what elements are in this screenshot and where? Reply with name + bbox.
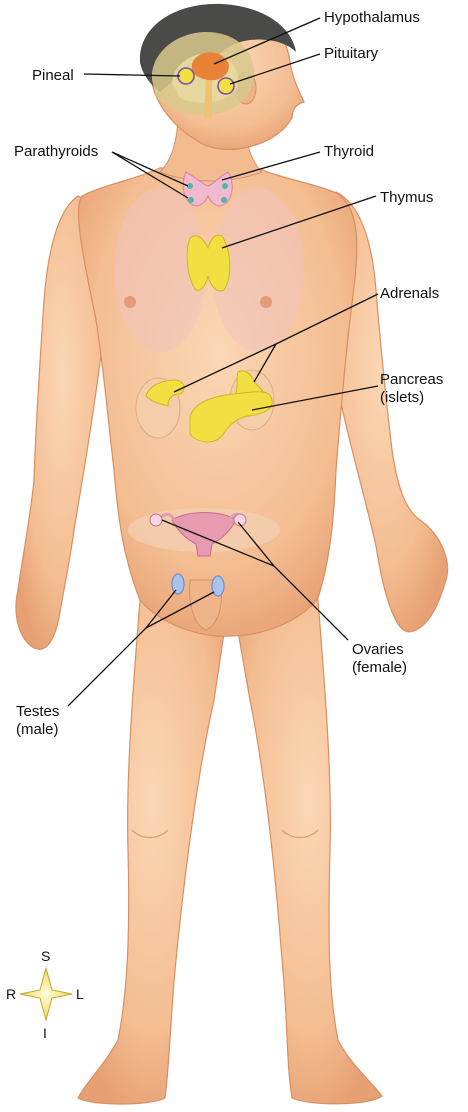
parathyroid-dot-4 [221,197,227,203]
right-leg [78,600,226,1104]
compass-star-icon [20,968,72,1020]
compass-left: L [76,986,84,1002]
label-thyroid: Thyroid [324,143,374,160]
label-ovaries-line1: Ovaries [352,641,404,658]
label-adrenals: Adrenals [380,285,439,302]
compass-inferior: I [43,1025,47,1041]
label-pituitary: Pituitary [324,45,379,62]
compass-superior: S [41,948,50,964]
parathyroid-dot-2 [188,197,194,203]
label-testes-line2: (male) [16,721,59,738]
human-body-figure [16,4,448,1104]
ovary-right [150,514,162,526]
pituitary-gland [218,78,234,94]
label-testes-line1: Testes [16,703,59,720]
testis-right [172,574,184,594]
compass-right: R [6,986,16,1002]
label-ovaries-line2: (female) [352,659,407,676]
label-pineal: Pineal [32,67,74,84]
nipple-right [124,296,136,308]
orientation-compass: S I R L [6,948,84,1041]
label-pancreas-line1: Pancreas [380,371,443,388]
nipple-left [260,296,272,308]
label-thymus: Thymus [380,189,433,206]
parathyroid-dot-3 [222,183,228,189]
testis-left [212,576,224,596]
label-pancreas-line2: (islets) [380,389,424,406]
label-parathyroids: Parathyroids [14,143,98,160]
label-hypothalamus: Hypothalamus [324,9,420,26]
pineal-gland [178,68,194,84]
